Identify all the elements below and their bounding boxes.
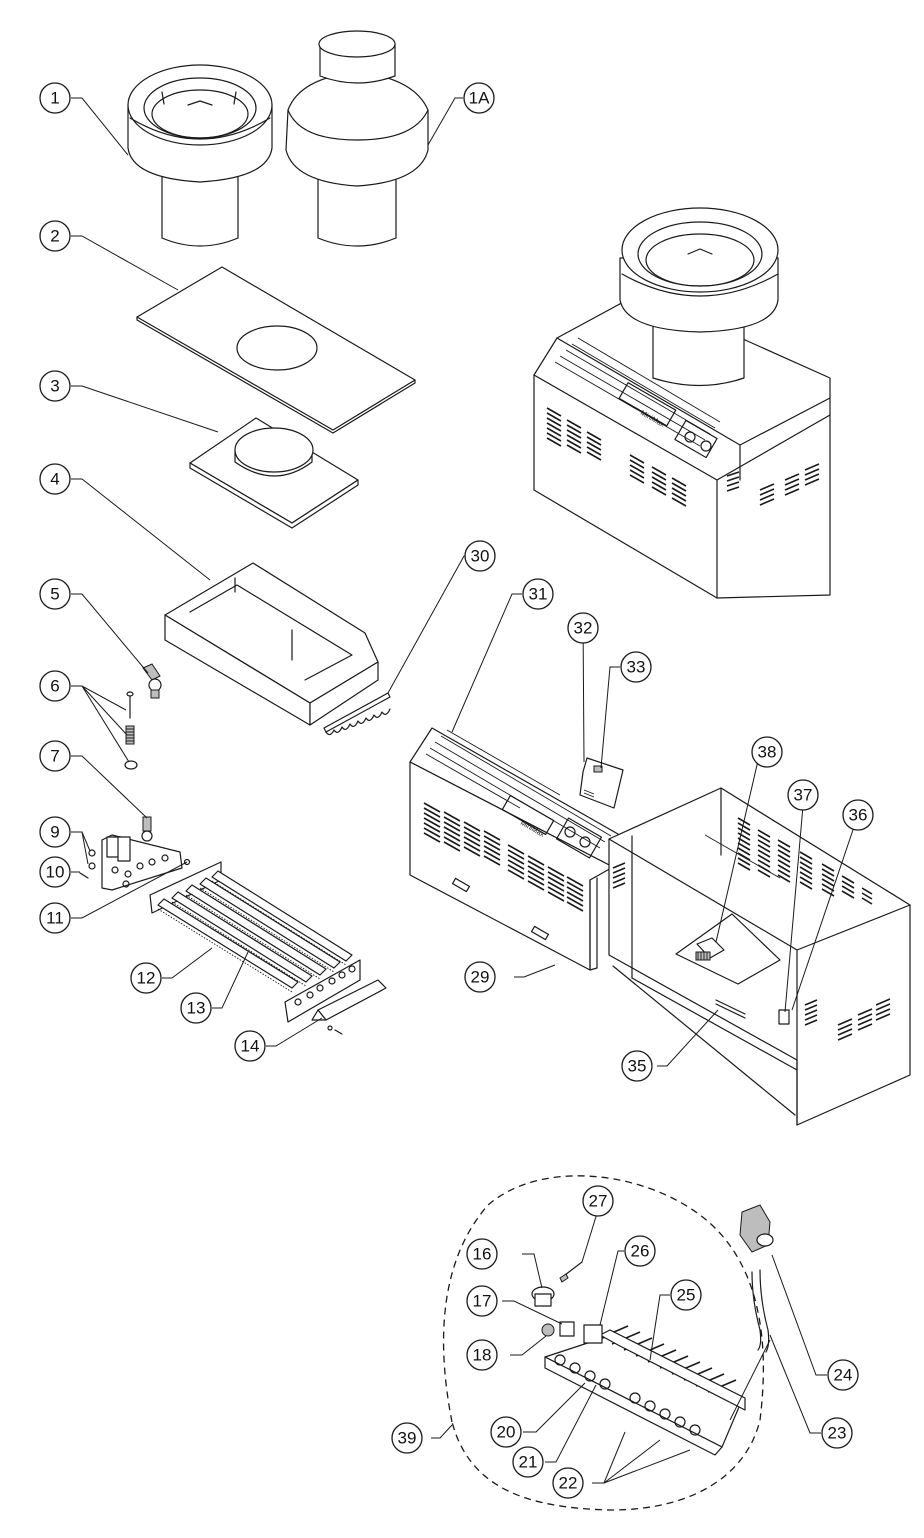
callout-9: 9 (39, 816, 71, 848)
part-screw-spring-washer (124, 691, 138, 770)
louvers-cabinet-back (737, 817, 873, 905)
svg-text:38: 38 (758, 743, 777, 762)
callout-7: 7 (39, 740, 71, 772)
louvers-cabinet-side (612, 862, 891, 1041)
svg-text:11: 11 (46, 909, 64, 928)
svg-text:9: 9 (50, 823, 59, 842)
svg-text:5: 5 (50, 585, 59, 604)
svg-text:1A: 1A (469, 89, 490, 108)
callout-22: 22 (552, 1467, 584, 1499)
svg-text:26: 26 (631, 1242, 650, 1261)
callout-11: 11 (39, 902, 71, 934)
svg-text:23: 23 (828, 1424, 847, 1443)
part-baffle (323, 692, 391, 736)
callout-39: 39 (391, 1422, 423, 1454)
part-draft-hood (127, 64, 273, 247)
svg-text:13: 13 (187, 999, 206, 1018)
svg-text:7: 7 (50, 747, 59, 766)
callout-36: 36 (842, 799, 874, 831)
front-panel-assembly: MiniMax (409, 727, 626, 971)
svg-text:3: 3 (50, 377, 59, 396)
part-burner-tray (149, 861, 361, 1023)
callout-5: 5 (39, 578, 71, 610)
callout-10: 10 (39, 856, 71, 888)
svg-text:18: 18 (473, 1346, 492, 1365)
callout-25: 25 (670, 1279, 702, 1311)
callout-12: 12 (130, 962, 162, 994)
svg-text:35: 35 (628, 1057, 647, 1076)
callout-17: 17 (466, 1285, 498, 1317)
svg-text:16: 16 (473, 1245, 492, 1264)
louvers-front-panel (423, 802, 584, 912)
svg-text:30: 30 (471, 547, 490, 566)
callout-23: 23 (821, 1417, 853, 1449)
callouts: 1 1A 2 3 4 5 6 7 9 10 11 12 13 14 16 17 … (39, 82, 874, 1499)
svg-text:2: 2 (50, 227, 59, 246)
svg-text:10: 10 (46, 863, 65, 882)
callout-16: 16 (466, 1238, 498, 1270)
callout-13: 13 (180, 992, 212, 1024)
leader-lines (71, 97, 859, 1484)
callout-27: 27 (582, 1185, 614, 1217)
callout-33: 33 (620, 651, 652, 683)
svg-text:27: 27 (589, 1192, 608, 1211)
svg-text:32: 32 (574, 619, 593, 638)
callout-29: 29 (464, 961, 496, 993)
burner-tubes (157, 870, 353, 993)
svg-text:4: 4 (50, 470, 59, 489)
svg-text:20: 20 (497, 1423, 516, 1442)
svg-text:6: 6 (50, 677, 59, 696)
svg-text:37: 37 (794, 786, 813, 805)
callout-3: 3 (39, 370, 71, 402)
part-chamber-tray (164, 562, 379, 726)
svg-text:29: 29 (471, 968, 490, 987)
callout-4: 4 (39, 463, 71, 495)
callout-31: 31 (522, 578, 554, 610)
callout-37: 37 (787, 779, 819, 811)
part-control-board (579, 757, 624, 809)
svg-text:1: 1 (50, 89, 59, 108)
callout-35: 35 (621, 1050, 653, 1082)
callout-14: 14 (234, 1030, 266, 1062)
part-heat-exchanger-assembly (442, 1175, 774, 1511)
callout-32: 32 (567, 612, 599, 644)
louvers-assembled (546, 407, 820, 507)
svg-text:14: 14 (241, 1037, 260, 1056)
part-valve-knob (142, 663, 162, 699)
part-gas-valve-manifold (79, 816, 191, 891)
callout-21: 21 (512, 1446, 544, 1478)
callout-18: 18 (466, 1339, 498, 1371)
svg-text:39: 39 (398, 1429, 417, 1448)
callout-24: 24 (827, 1359, 859, 1391)
callout-6: 6 (39, 670, 71, 702)
svg-text:31: 31 (529, 585, 548, 604)
part-top-plate (136, 266, 416, 434)
callout-30: 30 (464, 540, 496, 572)
callout-1: 1 (39, 82, 71, 114)
svg-text:25: 25 (677, 1286, 696, 1305)
assembled-heater: MiniMax (533, 207, 831, 599)
svg-text:22: 22 (559, 1474, 578, 1493)
callout-2: 2 (39, 220, 71, 252)
part-draft-hood-alt (285, 30, 429, 247)
svg-text:17: 17 (473, 1292, 492, 1311)
svg-text:21: 21 (519, 1453, 538, 1472)
cabinet (608, 787, 911, 1126)
callout-38: 38 (751, 736, 783, 768)
callout-20: 20 (490, 1416, 522, 1448)
svg-text:12: 12 (137, 969, 156, 988)
svg-text:36: 36 (849, 806, 868, 825)
svg-text:33: 33 (627, 658, 646, 677)
callout-26: 26 (624, 1235, 656, 1267)
callout-1a: 1A (463, 82, 495, 114)
svg-text:24: 24 (834, 1366, 853, 1385)
part-flue-collector (189, 417, 359, 529)
